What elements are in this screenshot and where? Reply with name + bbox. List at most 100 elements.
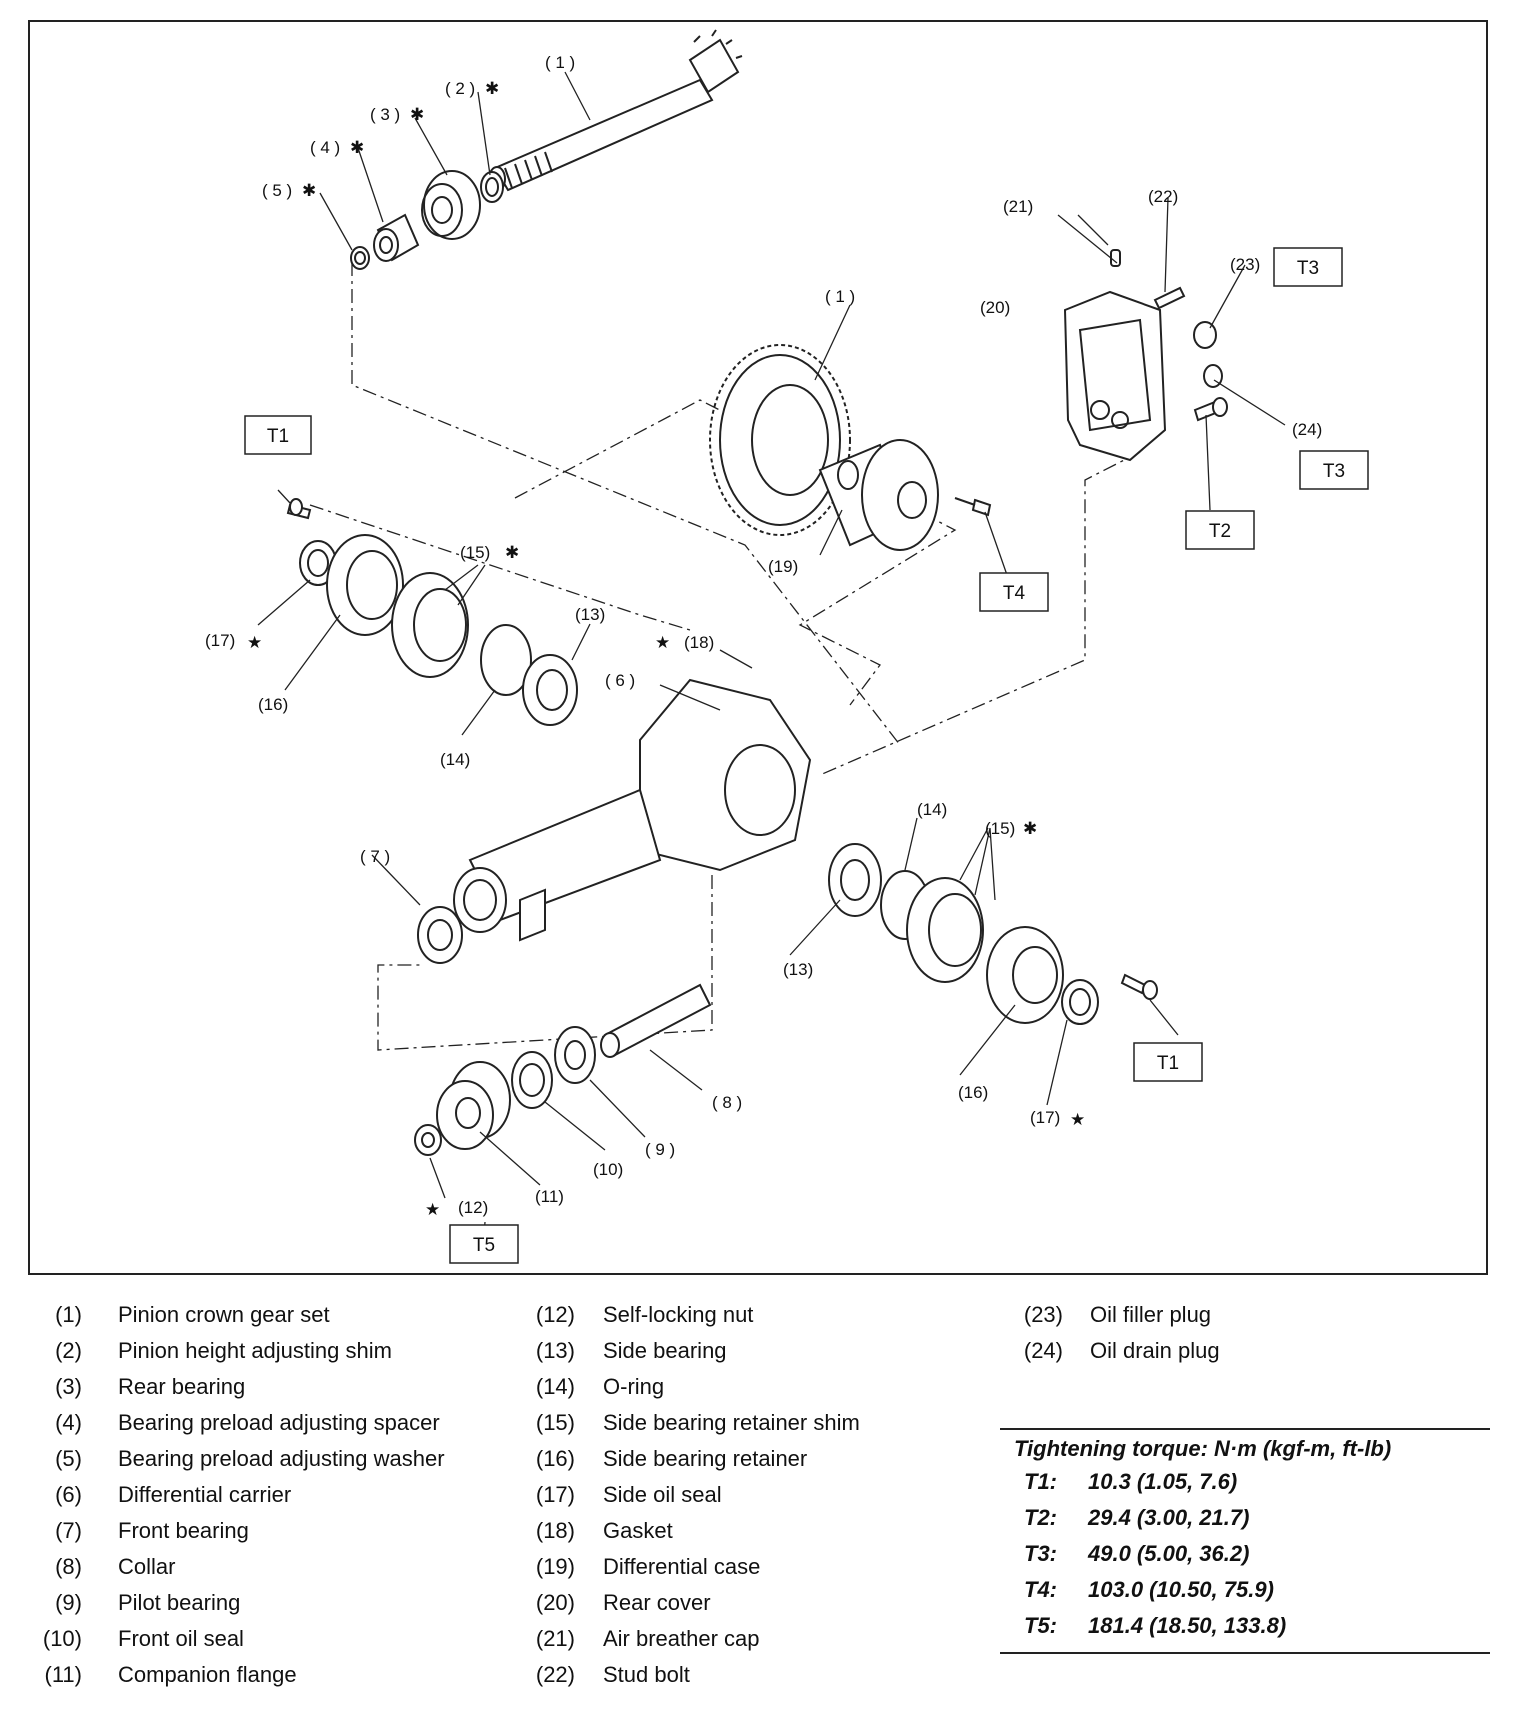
torque-tag-t3-top: T3 (1273, 247, 1343, 287)
parts-legend: (1)Pinion crown gear set (2)Pinion heigh… (42, 1302, 1220, 1687)
torque-title: Tightening torque: N·m (kgf-m, ft-lb) (1014, 1436, 1392, 1461)
torque-tag-t4: T4 (979, 572, 1049, 612)
leaders (257, 71, 1286, 1236)
retainer-right (986, 926, 1064, 1024)
callout-1-crown: ( 1 ) (825, 287, 855, 306)
torque-tag-t5: T5 (449, 1224, 519, 1264)
torque-tag-t1-right: T1 (1133, 1042, 1203, 1082)
callout-15-right: (15) (985, 819, 1015, 838)
callout-23: (23) (1230, 255, 1260, 274)
callout-11: (11) (535, 1187, 564, 1206)
callout-2: ( 2 ) (445, 79, 475, 98)
washer-5 (350, 246, 370, 270)
torque-tag-t1-left: T1 (244, 415, 312, 455)
asterisk-mark: ✱ (505, 543, 519, 562)
svg-text:T2: T2 (1209, 521, 1231, 542)
svg-text:T3: T3 (1297, 258, 1319, 279)
callout-3: ( 3 ) (370, 105, 400, 124)
differential-case (818, 439, 939, 551)
callout-16-right: (16) (958, 1083, 988, 1102)
callout-19: (19) (768, 557, 798, 576)
companion-flange (436, 1061, 511, 1150)
retainer-left (326, 534, 404, 636)
oil-filler-plug (1193, 321, 1217, 349)
assembly-line-front (377, 875, 713, 1051)
side-bearing-left (522, 654, 578, 726)
retainer-shim-left (391, 572, 469, 678)
pinion-shaft (488, 29, 743, 192)
asterisk-mark: ✱ (350, 138, 364, 157)
callout-24: (24) (1292, 420, 1322, 439)
side-bearing-right (828, 843, 882, 917)
torque-row: T1:10.3 (1.05, 7.6) (1024, 1469, 1238, 1494)
retainer-shim-right (906, 877, 984, 983)
callout-20: (20) (980, 298, 1010, 317)
callout-16-left: (16) (258, 695, 288, 714)
exploded-diagram: ( 1 ) ( 2 ) ✱ ( 3 ) ✱ ( 4 ) ✱ ( 5 ) ✱ ( … (205, 29, 1369, 1264)
collar (600, 983, 712, 1058)
assembly-line-pinion (351, 262, 901, 746)
svg-text:T5: T5 (473, 1235, 495, 1256)
callout-4: ( 4 ) (310, 138, 340, 157)
front-oil-seal (511, 1051, 553, 1109)
svg-text:T1: T1 (1157, 1053, 1179, 1074)
table-rule (1000, 1652, 1490, 1654)
callout-14-left: (14) (440, 750, 470, 769)
callout-22: (22) (1148, 187, 1178, 206)
callout-21: (21) (1003, 197, 1033, 216)
callout-10: (10) (593, 1160, 623, 1179)
spacer-4 (373, 213, 420, 262)
callout-13-right: (13) (783, 960, 813, 979)
torque-row: T4:103.0 (10.50, 75.9) (1024, 1577, 1274, 1602)
breather-cap (1110, 249, 1121, 267)
callout-15-left: (15) (460, 543, 490, 562)
diagram-frame (28, 20, 1488, 1275)
callout-9: ( 9 ) (645, 1140, 675, 1159)
front-bearing (417, 906, 463, 964)
o-ring-left (480, 624, 532, 696)
assembly-line-case (514, 399, 957, 706)
svg-text:T3: T3 (1323, 461, 1345, 482)
assembly-line-retainer-left (309, 504, 691, 631)
callout-5: ( 5 ) (262, 181, 292, 200)
torque-row: T5:181.4 (18.50, 133.8) (1024, 1613, 1287, 1638)
bolt-t1-right (1120, 973, 1158, 1000)
star-mark: ★ (1070, 1110, 1085, 1129)
shim-2 (480, 171, 504, 203)
callout-7: ( 7 ) (360, 847, 390, 866)
assembly-line-cover (819, 451, 1141, 776)
svg-text:T4: T4 (1003, 583, 1026, 604)
callout-17-right: (17) (1030, 1108, 1060, 1127)
asterisk-mark: ✱ (1023, 819, 1037, 838)
callout-8: ( 8 ) (712, 1093, 742, 1112)
asterisk-mark: ✱ (302, 181, 316, 200)
callout-6: ( 6 ) (605, 671, 635, 690)
callout-18: (18) (684, 633, 714, 652)
star-mark: ★ (425, 1200, 440, 1219)
stud-bolt (1153, 286, 1186, 310)
torque-table: Tightening torque: N·m (kgf-m, ft-lb) T1… (1000, 1428, 1490, 1654)
callout-17-left: (17) (205, 631, 235, 650)
bolt-t4 (954, 497, 992, 517)
differential-carrier (453, 678, 812, 942)
torque-tag-t2: T2 (1185, 510, 1255, 550)
callout-12: (12) (458, 1198, 488, 1217)
star-mark: ★ (655, 633, 670, 652)
callout-14-right: (14) (917, 800, 947, 819)
self-locking-nut (414, 1124, 442, 1156)
torque-row: T2:29.4 (3.00, 21.7) (1024, 1505, 1250, 1530)
crown-gear (709, 344, 851, 536)
torque-row: T3:49.0 (5.00, 36.2) (1024, 1541, 1250, 1566)
asterisk-mark: ✱ (410, 105, 424, 124)
asterisk-mark: ✱ (485, 79, 499, 98)
table-rule (1000, 1428, 1490, 1430)
callout-13-left: (13) (575, 605, 605, 624)
side-oil-seal-right (1061, 979, 1099, 1025)
bolt-t1-left (286, 498, 312, 520)
pilot-bearing (554, 1026, 596, 1084)
torque-tag-t3-right: T3 (1299, 450, 1369, 490)
bolt-t2 (1193, 397, 1228, 422)
svg-text:T1: T1 (267, 426, 289, 447)
star-mark: ★ (247, 633, 262, 652)
callout-1: ( 1 ) (545, 53, 575, 72)
